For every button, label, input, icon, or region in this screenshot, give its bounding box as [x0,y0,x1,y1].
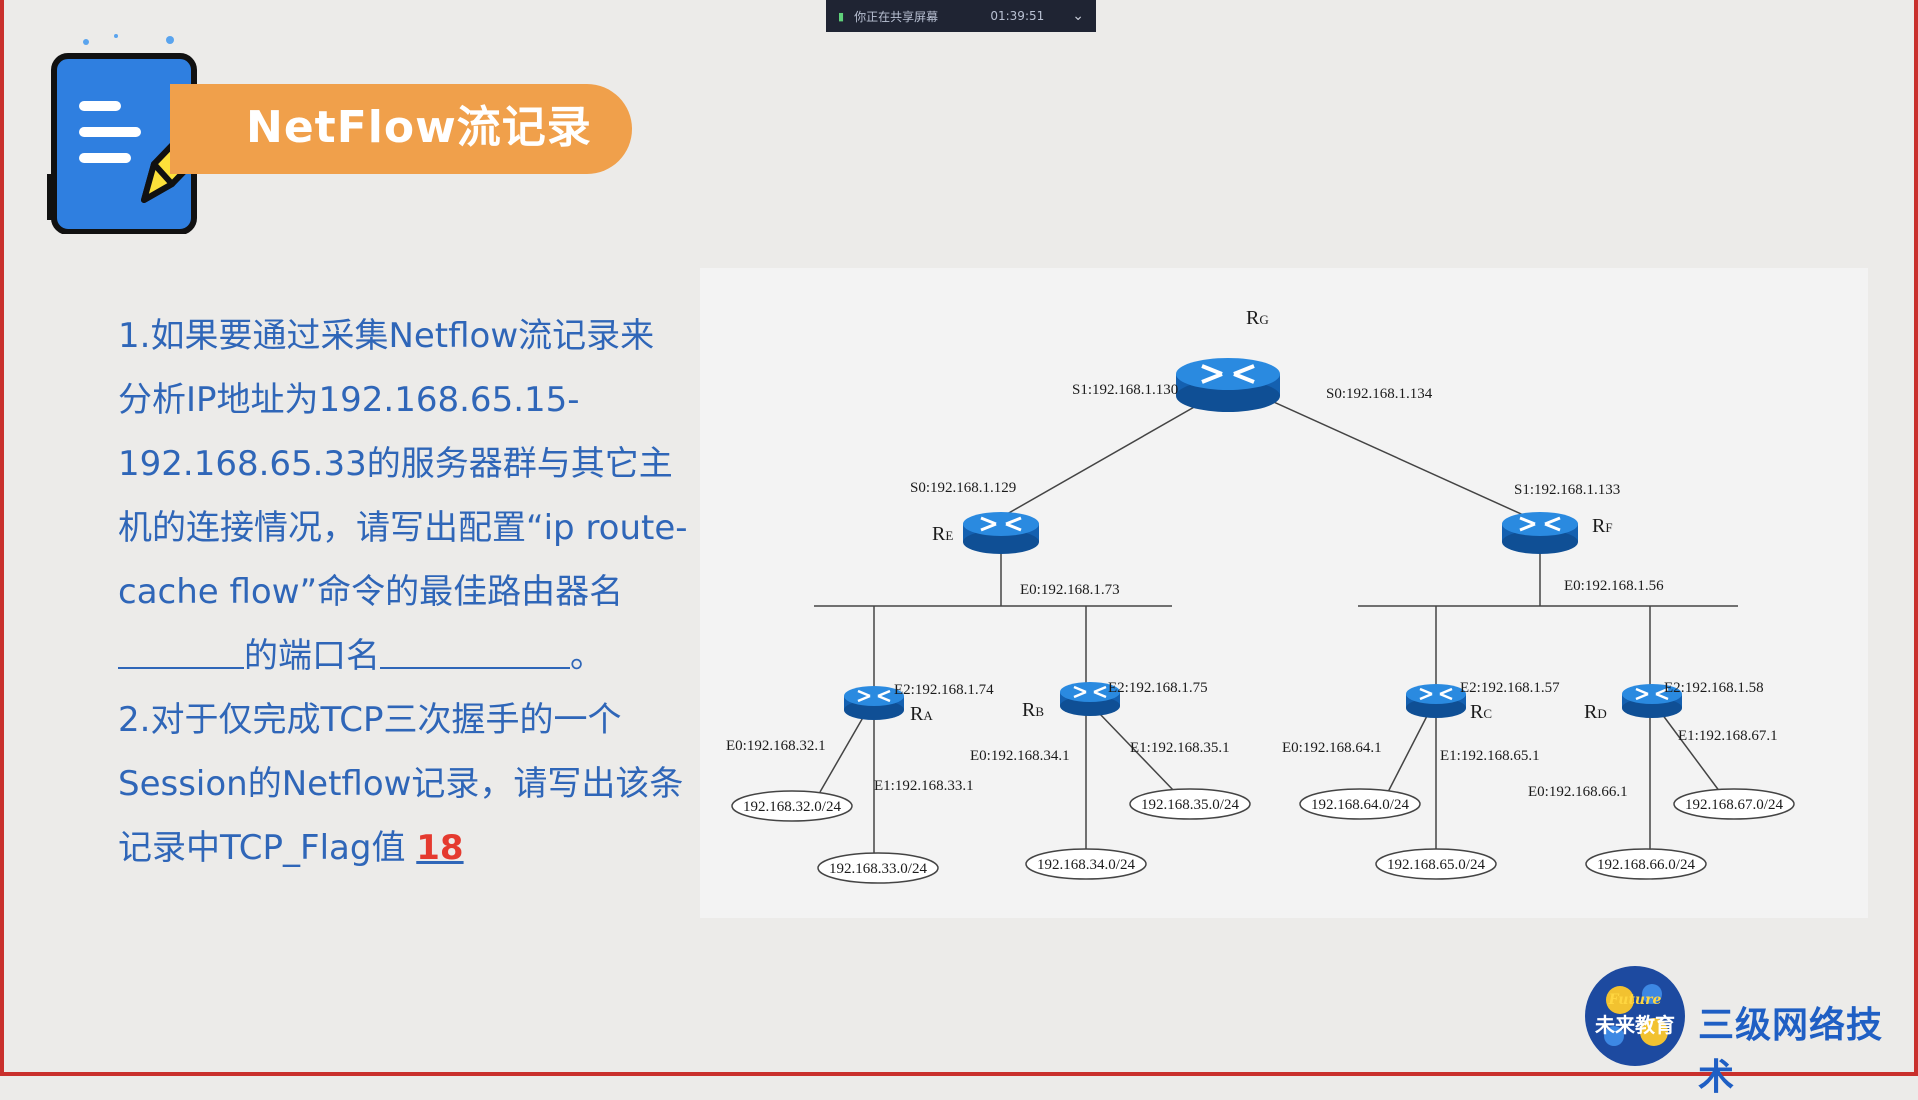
router-rc-label: RC [1470,701,1492,723]
label-net-64: 192.168.64.0/24 [1311,797,1409,813]
net-192-168-65 [1375,848,1497,880]
label-rg-s1: S1:192.168.1.130 [1072,382,1178,398]
router-rd[interactable] [1622,684,1682,718]
router-re[interactable] [963,512,1039,554]
label-ra-e0: E0:192.168.32.1 [726,738,826,754]
chevron-down-icon[interactable]: ⌄ [1072,8,1084,24]
question-1-end: 。 [570,636,604,676]
label-net-34: 192.168.34.0/24 [1037,857,1135,873]
blank-router-name[interactable] [118,627,244,669]
net-192-168-33 [817,852,939,884]
label-ra-e1: E1:192.168.33.1 [874,778,974,794]
router-rd-label: RD [1584,701,1607,723]
router-ra[interactable] [844,686,904,720]
question-1-text: 1.如果要通过采集Netflow流记录来分析IP地址为192.168.65.15… [118,316,688,612]
router-rf[interactable] [1502,512,1578,554]
router-ra-label: RA [910,703,933,725]
tcp-flag-answer: 18 [416,828,464,868]
future-education-logo: Future 未来教育 [1585,966,1685,1066]
net-192-168-64 [1299,788,1421,820]
network-ellipses [731,788,1795,884]
course-name: 三级网络技术 [1698,1005,1884,1098]
label-net-65: 192.168.65.0/24 [1387,857,1485,873]
label-rd-e2: E2:192.168.1.58 [1664,680,1764,696]
signal-icon: ▮ [838,9,845,23]
title-banner [170,84,632,174]
label-net-33: 192.168.33.0/24 [829,861,927,877]
network-diagram: RG RE RF RA RB RC RD S1:192.168.1.130 S0… [700,268,1868,918]
label-net-66: 192.168.66.0/24 [1597,857,1695,873]
share-timer: 01:39:51 [990,9,1045,23]
svg-text:Future: Future [1608,992,1662,1008]
label-net-32: 192.168.32.0/24 [743,799,841,815]
label-rd-e1: E1:192.168.67.1 [1678,728,1778,744]
label-rf-s1: S1:192.168.1.133 [1514,482,1620,498]
router-rb[interactable] [1060,682,1120,716]
blank-port-name[interactable] [380,627,570,669]
svg-text:未来教育: 未来教育 [1595,1013,1675,1037]
question-text: 1.如果要通过采集Netflow流记录来分析IP地址为192.168.65.15… [118,304,688,880]
net-192-168-66 [1585,848,1707,880]
label-rc-e1: E1:192.168.65.1 [1440,748,1540,764]
page-title: NetFlow流记录 [246,102,592,153]
label-rg-s0: S0:192.168.1.134 [1326,386,1433,402]
router-rf-label: RF [1592,515,1613,537]
label-rd-e0: E0:192.168.66.1 [1528,784,1628,800]
question-2-text: 2.对于仅完成TCP三次握手的一个Session的Netflow记录，请写出该条… [118,700,684,868]
router-rc[interactable] [1406,684,1466,718]
label-rc-e2: E2:192.168.1.57 [1460,680,1560,696]
share-status: 你正在共享屏幕 [854,9,939,24]
label-rc-e0: E0:192.168.64.1 [1282,740,1382,756]
label-net-67: 192.168.67.0/24 [1685,797,1783,813]
label-rb-e1: E1:192.168.35.1 [1130,740,1230,756]
router-rb-label: RB [1022,699,1044,721]
router-re-label: RE [932,523,953,545]
router-rg-label: RG [1246,307,1269,329]
net-192-168-67 [1673,788,1795,820]
label-rf-e0: E0:192.168.1.56 [1564,578,1664,594]
label-re-e0: E0:192.168.1.73 [1020,582,1120,598]
label-ra-e2: E2:192.168.1.74 [894,682,994,698]
router-rg[interactable] [1176,358,1280,412]
label-rb-e0: E0:192.168.34.1 [970,748,1070,764]
net-192-168-32 [731,790,853,822]
question-1-port-text: 的端口名 [244,636,380,676]
net-192-168-35 [1129,788,1251,820]
screen-share-bar[interactable]: ▮ 你正在共享屏幕 01:39:51 ⌄ [826,0,1096,32]
label-re-s0: S0:192.168.1.129 [910,480,1016,496]
label-rb-e2: E2:192.168.1.75 [1108,680,1208,696]
net-192-168-34 [1025,848,1147,880]
label-net-35: 192.168.35.0/24 [1141,797,1239,813]
